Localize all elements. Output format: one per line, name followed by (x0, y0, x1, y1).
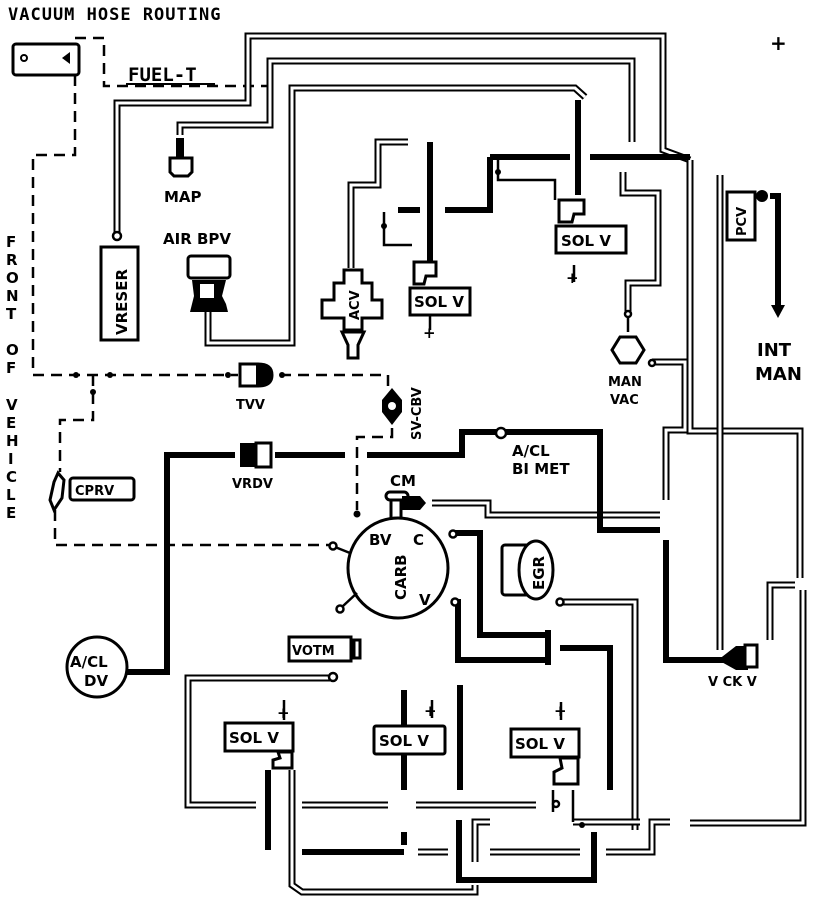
vckv-label: V CK V (708, 675, 757, 690)
svg-text:O: O (6, 341, 19, 359)
acl-dv-label-2: DV (84, 672, 108, 690)
egr-label: EGR (530, 555, 548, 590)
sol-v-1-ground: + (423, 324, 436, 342)
hose-vckv-loop (766, 581, 795, 640)
hose-vreser-top (113, 32, 692, 232)
vrdv-label: VRDV (232, 477, 273, 492)
sol-v-2[interactable]: SOL V + (554, 198, 628, 287)
acv-label: ACV (348, 290, 363, 320)
sol-v-5[interactable]: + SOL V (509, 702, 581, 786)
carb-port-c-label: C (413, 531, 424, 549)
cm-valve[interactable]: CM (384, 472, 426, 524)
int-man-label-1: INT (757, 340, 792, 361)
cprv-label: CPRV (75, 484, 114, 499)
man-vac-label-2: VAC (610, 393, 639, 408)
svg-text:E: E (6, 504, 16, 522)
svg-text:I: I (8, 450, 14, 468)
sol-v-5-label: SOL V (515, 735, 565, 753)
sol-v-2-ground: + (566, 269, 579, 287)
hose-right-bottom (690, 590, 807, 827)
sol-v-3[interactable]: + SOL V (223, 704, 295, 770)
votm-valve[interactable]: VOTM (287, 635, 362, 683)
sol-v-2-label: SOL V (561, 232, 611, 250)
acl-bimet-label-1: A/CL (512, 442, 550, 460)
svg-text:O: O (6, 269, 19, 287)
fuel-t-label: FUEL-T (128, 64, 197, 86)
tvv-valve[interactable]: TVV (225, 362, 285, 413)
dashed-hoses (31, 75, 394, 547)
hose-carb-v (455, 599, 548, 663)
carb-port-v-label: V (419, 591, 431, 609)
votm-label: VOTM (292, 644, 335, 659)
pcv-label: PCV (735, 207, 750, 236)
sol-v-5-ground: + (554, 702, 567, 720)
acl-dv-valve[interactable]: A/CL DV (65, 635, 129, 699)
svg-text:N: N (6, 287, 19, 305)
thin-hoses (282, 157, 630, 822)
vckv-valve[interactable]: V CK V (708, 643, 759, 690)
diagram-title: VACUUM HOSE ROUTING (8, 5, 221, 25)
sol-v-3-ground: + (277, 704, 290, 722)
sol-v-4-ground: + (424, 702, 437, 720)
vreser-label: VRESER (113, 269, 131, 335)
sol-v-3-label: SOL V (229, 729, 279, 747)
sv-cbv-label: SV-CBV (410, 387, 425, 440)
thick-hoses (125, 100, 785, 883)
hose-bottom-long (288, 770, 479, 896)
hose-vrdv (164, 452, 235, 675)
svg-text:R: R (6, 251, 18, 269)
svg-text:T: T (6, 305, 17, 323)
map-sensor[interactable]: MAP (164, 138, 202, 206)
carburetor[interactable]: BV C CARB V (328, 510, 460, 620)
air-bpv-label: AIR BPV (163, 230, 231, 248)
sv-cbv-valve[interactable]: SV-CBV (382, 387, 425, 440)
pcv-valve[interactable]: PCV (725, 190, 768, 242)
carb-label: CARB (392, 554, 410, 600)
acl-bimet-sensor[interactable]: A/CL BI MET (494, 426, 570, 478)
front-of-vehicle-label: F R O N T O F V E H I C L E (6, 233, 19, 522)
acv-valve[interactable]: ACV (320, 268, 384, 360)
carb-port-bv-label: BV (369, 531, 392, 549)
sol-v-1-label: SOL V (414, 293, 464, 311)
egr-valve[interactable]: EGR (500, 539, 565, 607)
hose-vckv (663, 540, 728, 663)
sol-v-1[interactable]: SOL V + (408, 260, 472, 342)
tvv-label: TVV (236, 398, 265, 413)
fuel-tank-bracket-icon (11, 42, 81, 77)
svg-text:H: H (6, 432, 19, 450)
vrdv-valve[interactable]: VRDV (232, 441, 273, 492)
hose-acl-bimet (367, 429, 660, 533)
svg-text:C: C (6, 468, 17, 486)
sol-v-4-label: SOL V (379, 732, 429, 750)
sol-v-4[interactable]: + SOL V (372, 702, 447, 756)
cprv-valve[interactable]: CPRV (48, 470, 136, 514)
plus-marker: + (770, 31, 787, 55)
acl-bimet-label-2: BI MET (512, 460, 570, 478)
acl-dv-label-1: A/CL (70, 653, 108, 671)
hose-bottom-seg-4 (471, 818, 490, 862)
int-man-label-2: MAN (755, 364, 802, 385)
man-vac-port[interactable]: MAN VAC (608, 309, 657, 408)
svg-text:F: F (6, 359, 16, 377)
air-bpv-valve[interactable]: AIR BPV (163, 230, 232, 312)
man-vac-label-1: MAN (608, 375, 642, 390)
map-label: MAP (164, 188, 202, 206)
svg-text:L: L (6, 486, 16, 504)
svg-text:V: V (6, 396, 18, 414)
svg-text:F: F (6, 233, 16, 251)
hose-carb-c (455, 530, 548, 638)
cm-label: CM (390, 472, 416, 490)
vreser-reservoir[interactable]: VRESER (99, 230, 140, 342)
svg-text:E: E (6, 414, 16, 432)
hose-pcv-int-man (770, 193, 781, 310)
double-line-hoses (113, 32, 807, 896)
hose-junctions (73, 169, 585, 828)
